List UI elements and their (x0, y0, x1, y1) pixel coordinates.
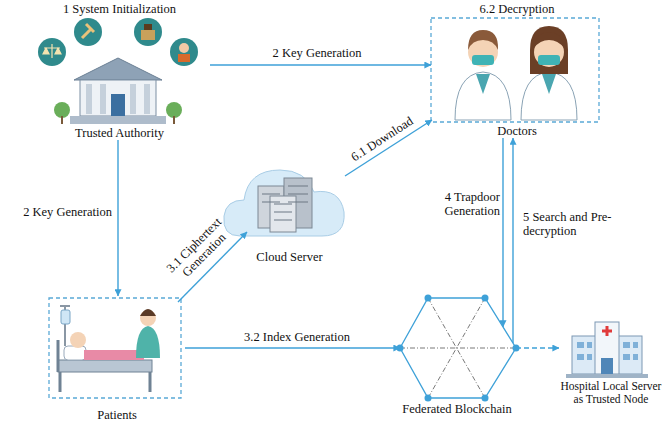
node-label: Patients (45, 408, 189, 422)
diagram-node: 1 System InitializationTrusted Authority (25, 2, 214, 140)
patients-icon (49, 298, 181, 398)
edge-label: 4 Trapdoor Generation (420, 190, 502, 218)
node-label: Doctors (425, 124, 609, 138)
node-heading: 6.2 Decryption (425, 2, 609, 16)
node-label: Hospital Local Server as Trusted Node (555, 380, 667, 406)
diagram-node: 6.2 DecryptionDoctors (425, 2, 609, 138)
node-label: Trusted Authority (25, 126, 214, 140)
doctors-icon (431, 18, 599, 122)
connector-arrow (512, 138, 513, 343)
diagram-node: Patients (45, 296, 189, 422)
edge-label: 3.2 Index Generation (235, 330, 359, 344)
edge-label: 2 Key Generation (255, 46, 379, 60)
edge-label: 6.1 Download (339, 108, 425, 171)
diagram-node: Cloud Server (225, 152, 354, 264)
connector-arrow (516, 347, 559, 348)
authority-icon (38, 18, 198, 124)
edge-label: 5 Search and Pre-decryption (521, 210, 625, 238)
diagram-node: Federated Blockchain (390, 290, 524, 416)
connector-arrow (117, 140, 118, 296)
node-label: Federated Blockchain (390, 402, 524, 416)
connector-arrow (502, 138, 503, 327)
blockchain-icon (397, 295, 520, 402)
connector-arrow (210, 64, 431, 65)
diagram-node: Hospital Local Server as Trusted Node (555, 318, 667, 406)
cloud-server-icon (224, 170, 344, 236)
hospital-icon (566, 322, 648, 378)
edge-label: 2 Key Generation (8, 205, 114, 219)
connector-arrow (185, 347, 400, 348)
node-label: Cloud Server (225, 250, 354, 264)
edge-label: 3.1 Ciphertext Generation (158, 209, 240, 291)
node-heading: 1 System Initialization (25, 2, 214, 16)
